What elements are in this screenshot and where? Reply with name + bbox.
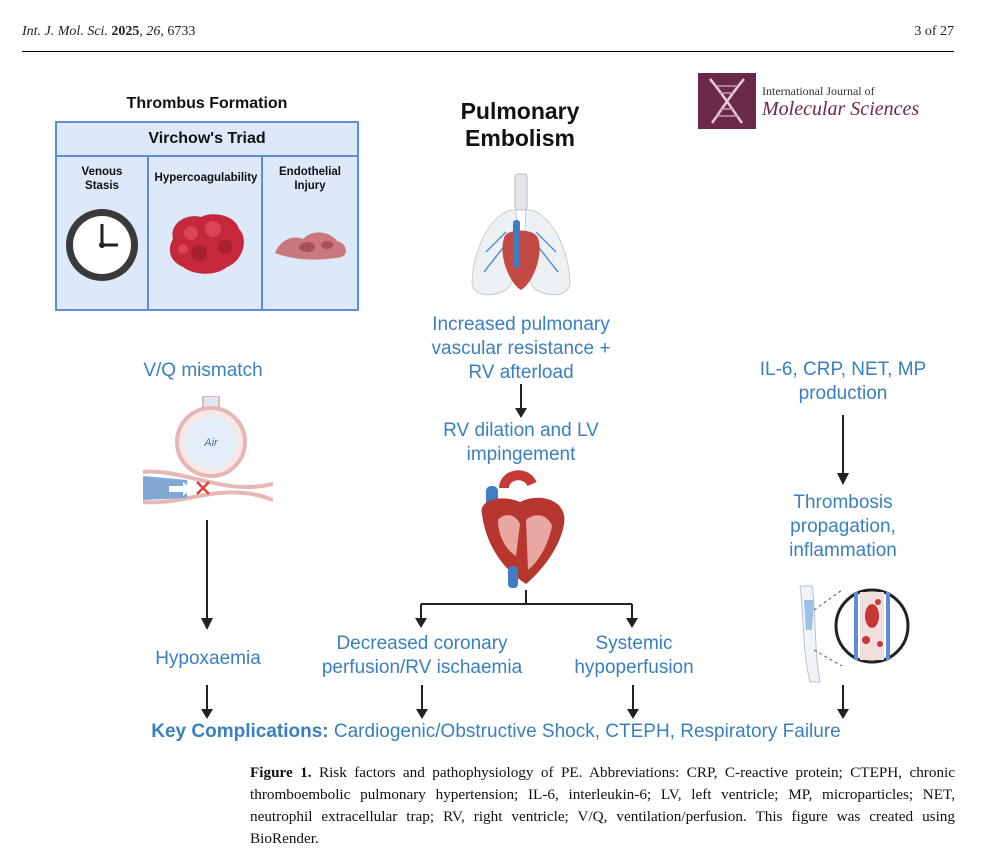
pvr-text: Increased pulmonary vascular resistance … (431, 314, 611, 383)
figure-caption: Figure 1. Risk factors and pathophysiolo… (250, 762, 955, 850)
pe-title: Pulmonary Embolism (460, 98, 580, 152)
year: 2025 (111, 24, 140, 39)
caption-text: Risk factors and pathophysiology of PE. … (250, 764, 956, 847)
blood-clot-icon (169, 214, 244, 274)
hypercoagulability-cell: Hypercoagulability (147, 155, 263, 309)
injured-tissue-icon (275, 232, 346, 260)
header-rule (22, 51, 954, 52)
endothelial-injury-cell: Endothelial Injury (261, 155, 357, 309)
key-complications-label: Key Complications: (151, 721, 329, 742)
vq-mismatch-text: V/Q mismatch (143, 360, 263, 381)
endothelial-injury-label: Endothelial Injury (279, 166, 341, 193)
caption-label: Figure 1. (250, 764, 312, 781)
page-number: 3 of 27 (914, 24, 954, 39)
arrow-down-icon (201, 520, 213, 630)
journal-abbrev: Int. J. Mol. Sci. (22, 24, 108, 39)
systemic-text: Systemic hypoperfusion (574, 633, 694, 678)
hypercoagulability-label: Hypercoagulability (154, 172, 258, 184)
venous-stasis-cell: Venous Stasis (57, 155, 147, 309)
arrow-down-icon (837, 415, 849, 485)
branch-arrows (415, 590, 638, 628)
alveolus-icon: Air (143, 396, 273, 505)
venous-stasis-label: Venous Stasis (81, 166, 123, 193)
thrombosis-text: Thrombosis propagation, inflammation (789, 492, 897, 561)
arrow-down-icon (837, 685, 849, 719)
journal-name-line2: Molecular Sciences (762, 98, 920, 120)
il6-text: IL-6, CRP, NET, MP production (759, 359, 927, 404)
article-number: 6733 (167, 24, 196, 39)
coronary-text: Decreased coronary perfusion/RV ischaemi… (321, 633, 523, 678)
lungs-heart-icon (471, 173, 571, 296)
virchow-triad-table: Virchow's Triad Venous Stasis Hypercoagu… (55, 121, 359, 311)
arrow-down-icon (201, 685, 213, 719)
journal-name-line1: International Journal of (762, 84, 875, 98)
thrombus-title: Thrombus Formation (126, 95, 288, 112)
hypoxaemia-text: Hypoxaemia (155, 648, 261, 669)
arrow-down-icon (416, 685, 428, 719)
virchow-title: Virchow's Triad (57, 123, 357, 157)
journal-logo: International Journal of Molecular Scien… (698, 73, 938, 129)
clock-icon (66, 209, 138, 281)
thrombosis-vessel-icon (799, 585, 910, 683)
arrow-down-icon (627, 685, 639, 719)
dna-icon (698, 73, 756, 129)
key-complications: Key Complications: Cardiogenic/Obstructi… (0, 721, 992, 743)
arrow-down-icon (515, 384, 527, 418)
heart-icon (481, 470, 565, 588)
running-header: Int. J. Mol. Sci. 2025, 26, 6733 (22, 24, 196, 39)
rv-dilation-text: RV dilation and LV impingement (443, 420, 599, 465)
volume: 26 (146, 24, 161, 39)
key-complications-text: Cardiogenic/Obstructive Shock, CTEPH, Re… (333, 721, 841, 742)
air-label: Air (203, 437, 219, 449)
